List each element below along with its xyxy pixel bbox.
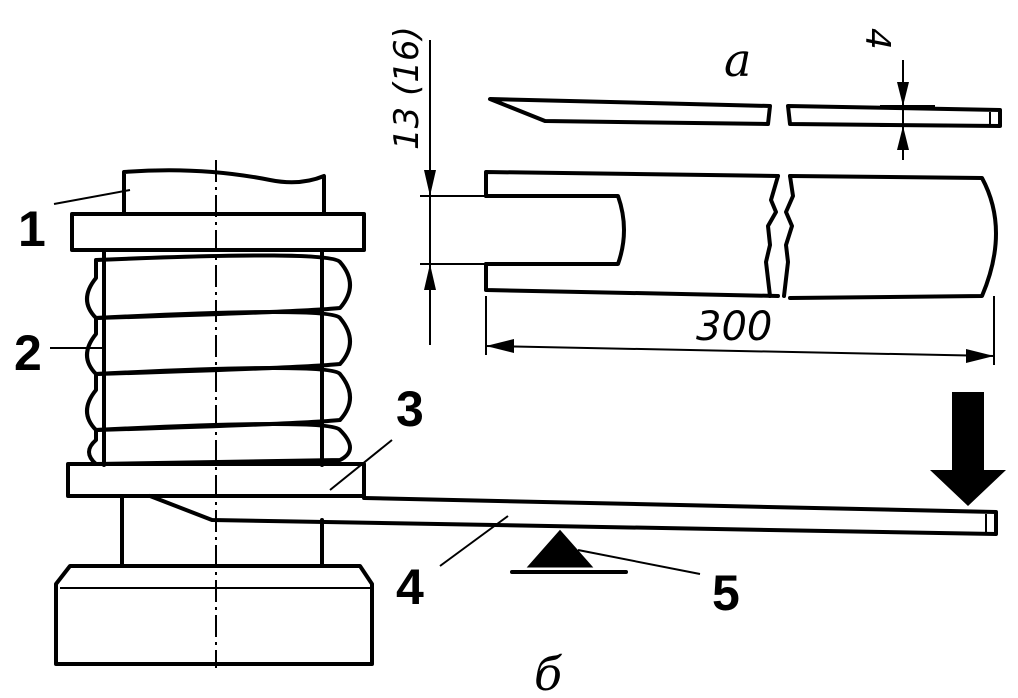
leader-lines bbox=[50, 189, 701, 575]
length-value: 300 bbox=[696, 304, 772, 350]
thickness-value: 4 bbox=[857, 28, 897, 50]
fulcrum bbox=[526, 529, 594, 568]
blade-side-view bbox=[488, 97, 1002, 128]
part-4-label: 4 bbox=[396, 559, 424, 615]
length-dimension: 300 bbox=[485, 296, 995, 365]
width-dimension: 13 (16) bbox=[387, 26, 486, 345]
part-2-label: 2 bbox=[14, 325, 42, 381]
blade-top-view bbox=[484, 170, 998, 300]
part-3-label: 3 bbox=[396, 381, 424, 437]
view-b-label: б bbox=[534, 647, 563, 698]
part-5-label: 5 bbox=[712, 565, 740, 621]
load-arrow bbox=[930, 392, 1006, 506]
spring-tester bbox=[54, 160, 1006, 668]
part-1-label: 1 bbox=[18, 201, 46, 257]
view-a-label: а bbox=[724, 33, 751, 87]
thickness-dimension: 4 bbox=[857, 28, 935, 160]
spring bbox=[85, 248, 352, 467]
width-value: 13 (16) bbox=[387, 26, 427, 150]
